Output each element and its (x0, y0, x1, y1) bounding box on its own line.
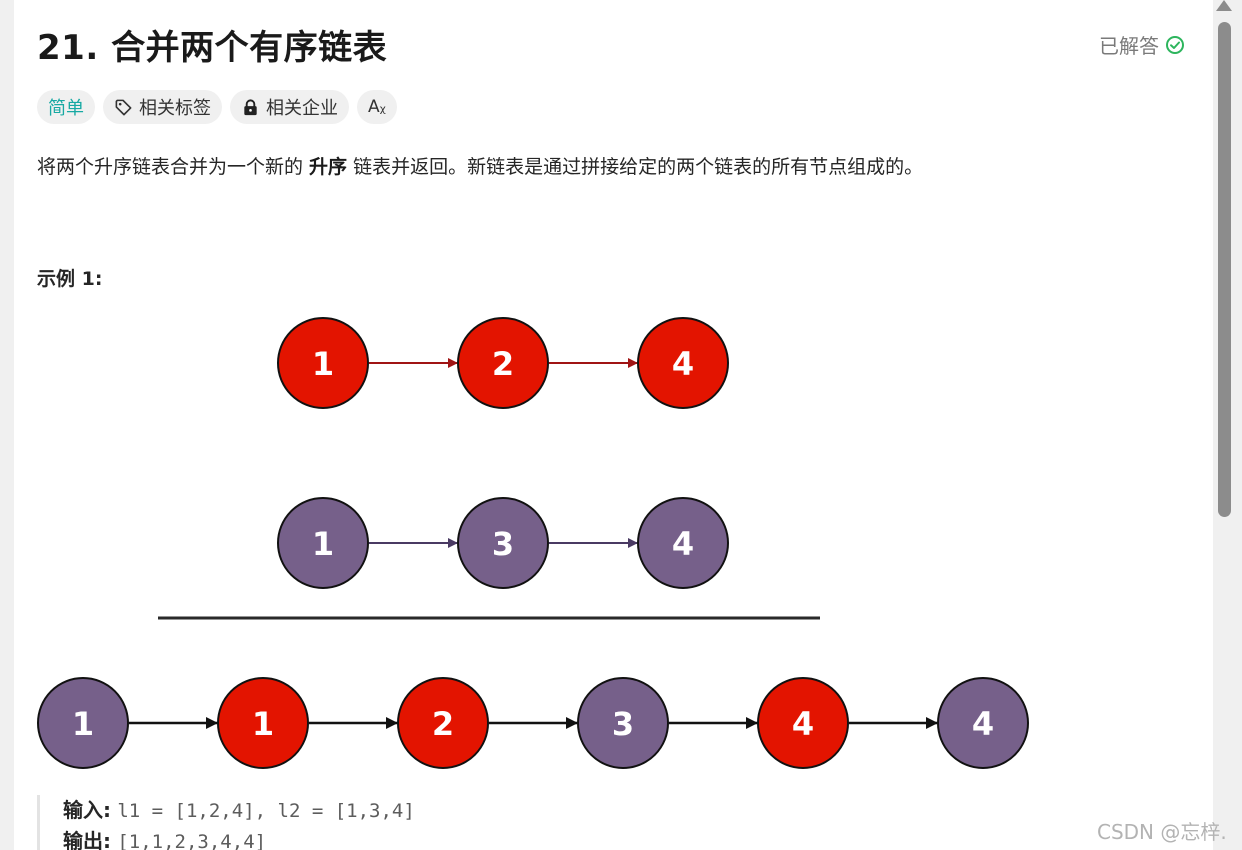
list2-node-value: 4 (672, 525, 694, 563)
description-text-1: 将两个升序链表合并为一个新的 (37, 156, 310, 178)
related-topics-tag[interactable]: 相关标签 (103, 90, 222, 124)
translate-icon: Aᵪ (368, 97, 386, 117)
linked-list-diagram: 1 2 4 1 3 4 (37, 317, 1029, 769)
merged-node-value: 4 (972, 705, 994, 743)
solved-status: 已解答 (1099, 30, 1185, 59)
input-label: 输入: (63, 798, 111, 822)
merged-node: 1 (217, 677, 309, 769)
merged-node-value: 4 (792, 705, 814, 743)
list2-node: 3 (457, 497, 549, 589)
list2-node-value: 3 (492, 525, 514, 563)
problem-title: 21. 合并两个有序链表 (37, 28, 388, 68)
merged-node: 4 (937, 677, 1029, 769)
list1-node: 4 (637, 317, 729, 409)
related-companies-tag[interactable]: 相关企业 (230, 90, 349, 124)
related-topics-label: 相关标签 (139, 98, 211, 119)
list1-node-value: 2 (492, 345, 514, 383)
merged-node: 1 (37, 677, 129, 769)
input-value: l1 = [1,2,4], l2 = [1,3,4] (117, 800, 415, 822)
example-input-row: 输入: l1 = [1,2,4], l2 = [1,3,4] (63, 795, 415, 826)
solved-label: 已解答 (1099, 34, 1159, 58)
output-label: 输出: (63, 829, 111, 850)
scroll-thumb[interactable] (1218, 22, 1231, 517)
description-bold: 升序 (309, 156, 348, 178)
related-companies-label: 相关企业 (266, 98, 338, 119)
merged-node: 2 (397, 677, 489, 769)
list2-node-value: 1 (312, 525, 334, 563)
merged-node: 3 (577, 677, 669, 769)
list2-node: 1 (277, 497, 369, 589)
list2-node: 4 (637, 497, 729, 589)
merged-node-value: 1 (252, 705, 274, 743)
list1-node: 1 (277, 317, 369, 409)
difficulty-label: 简单 (48, 98, 84, 119)
scroll-up-arrow-icon[interactable] (1216, 0, 1232, 11)
list1-node-value: 4 (672, 345, 694, 383)
example-title: 示例 1: (37, 268, 103, 290)
merged-node-value: 3 (612, 705, 634, 743)
problem-description: 将两个升序链表合并为一个新的 升序 链表并返回。新链表是通过拼接给定的两个链表的… (37, 152, 923, 179)
merged-node: 4 (757, 677, 849, 769)
output-value: [1,1,2,3,4,4] (117, 831, 267, 850)
list1-node-value: 1 (312, 345, 334, 383)
check-circle-icon (1166, 35, 1184, 54)
lock-icon (244, 98, 257, 115)
merged-node-value: 2 (432, 705, 454, 743)
example-code-block: 输入: l1 = [1,2,4], l2 = [1,3,4] 输出: [1,1,… (37, 795, 415, 850)
tag-icon (115, 99, 132, 115)
example-output-row: 输出: [1,1,2,3,4,4] (63, 826, 415, 850)
tag-bar: 简单 相关标签 相关企业 Aᵪ (37, 90, 397, 124)
description-text-2: 链表并返回。新链表是通过拼接给定的两个链表的所有节点组成的。 (347, 156, 924, 178)
problem-panel: 21. 合并两个有序链表 已解答 简单 相关标签 相关企业 (14, 0, 1213, 850)
merged-node-value: 1 (72, 705, 94, 743)
difficulty-tag[interactable]: 简单 (37, 90, 95, 124)
list1-node: 2 (457, 317, 549, 409)
vertical-scrollbar[interactable] (1213, 0, 1242, 850)
translate-button[interactable]: Aᵪ (357, 90, 397, 124)
watermark: CSDN @忘梓. (1097, 820, 1227, 844)
